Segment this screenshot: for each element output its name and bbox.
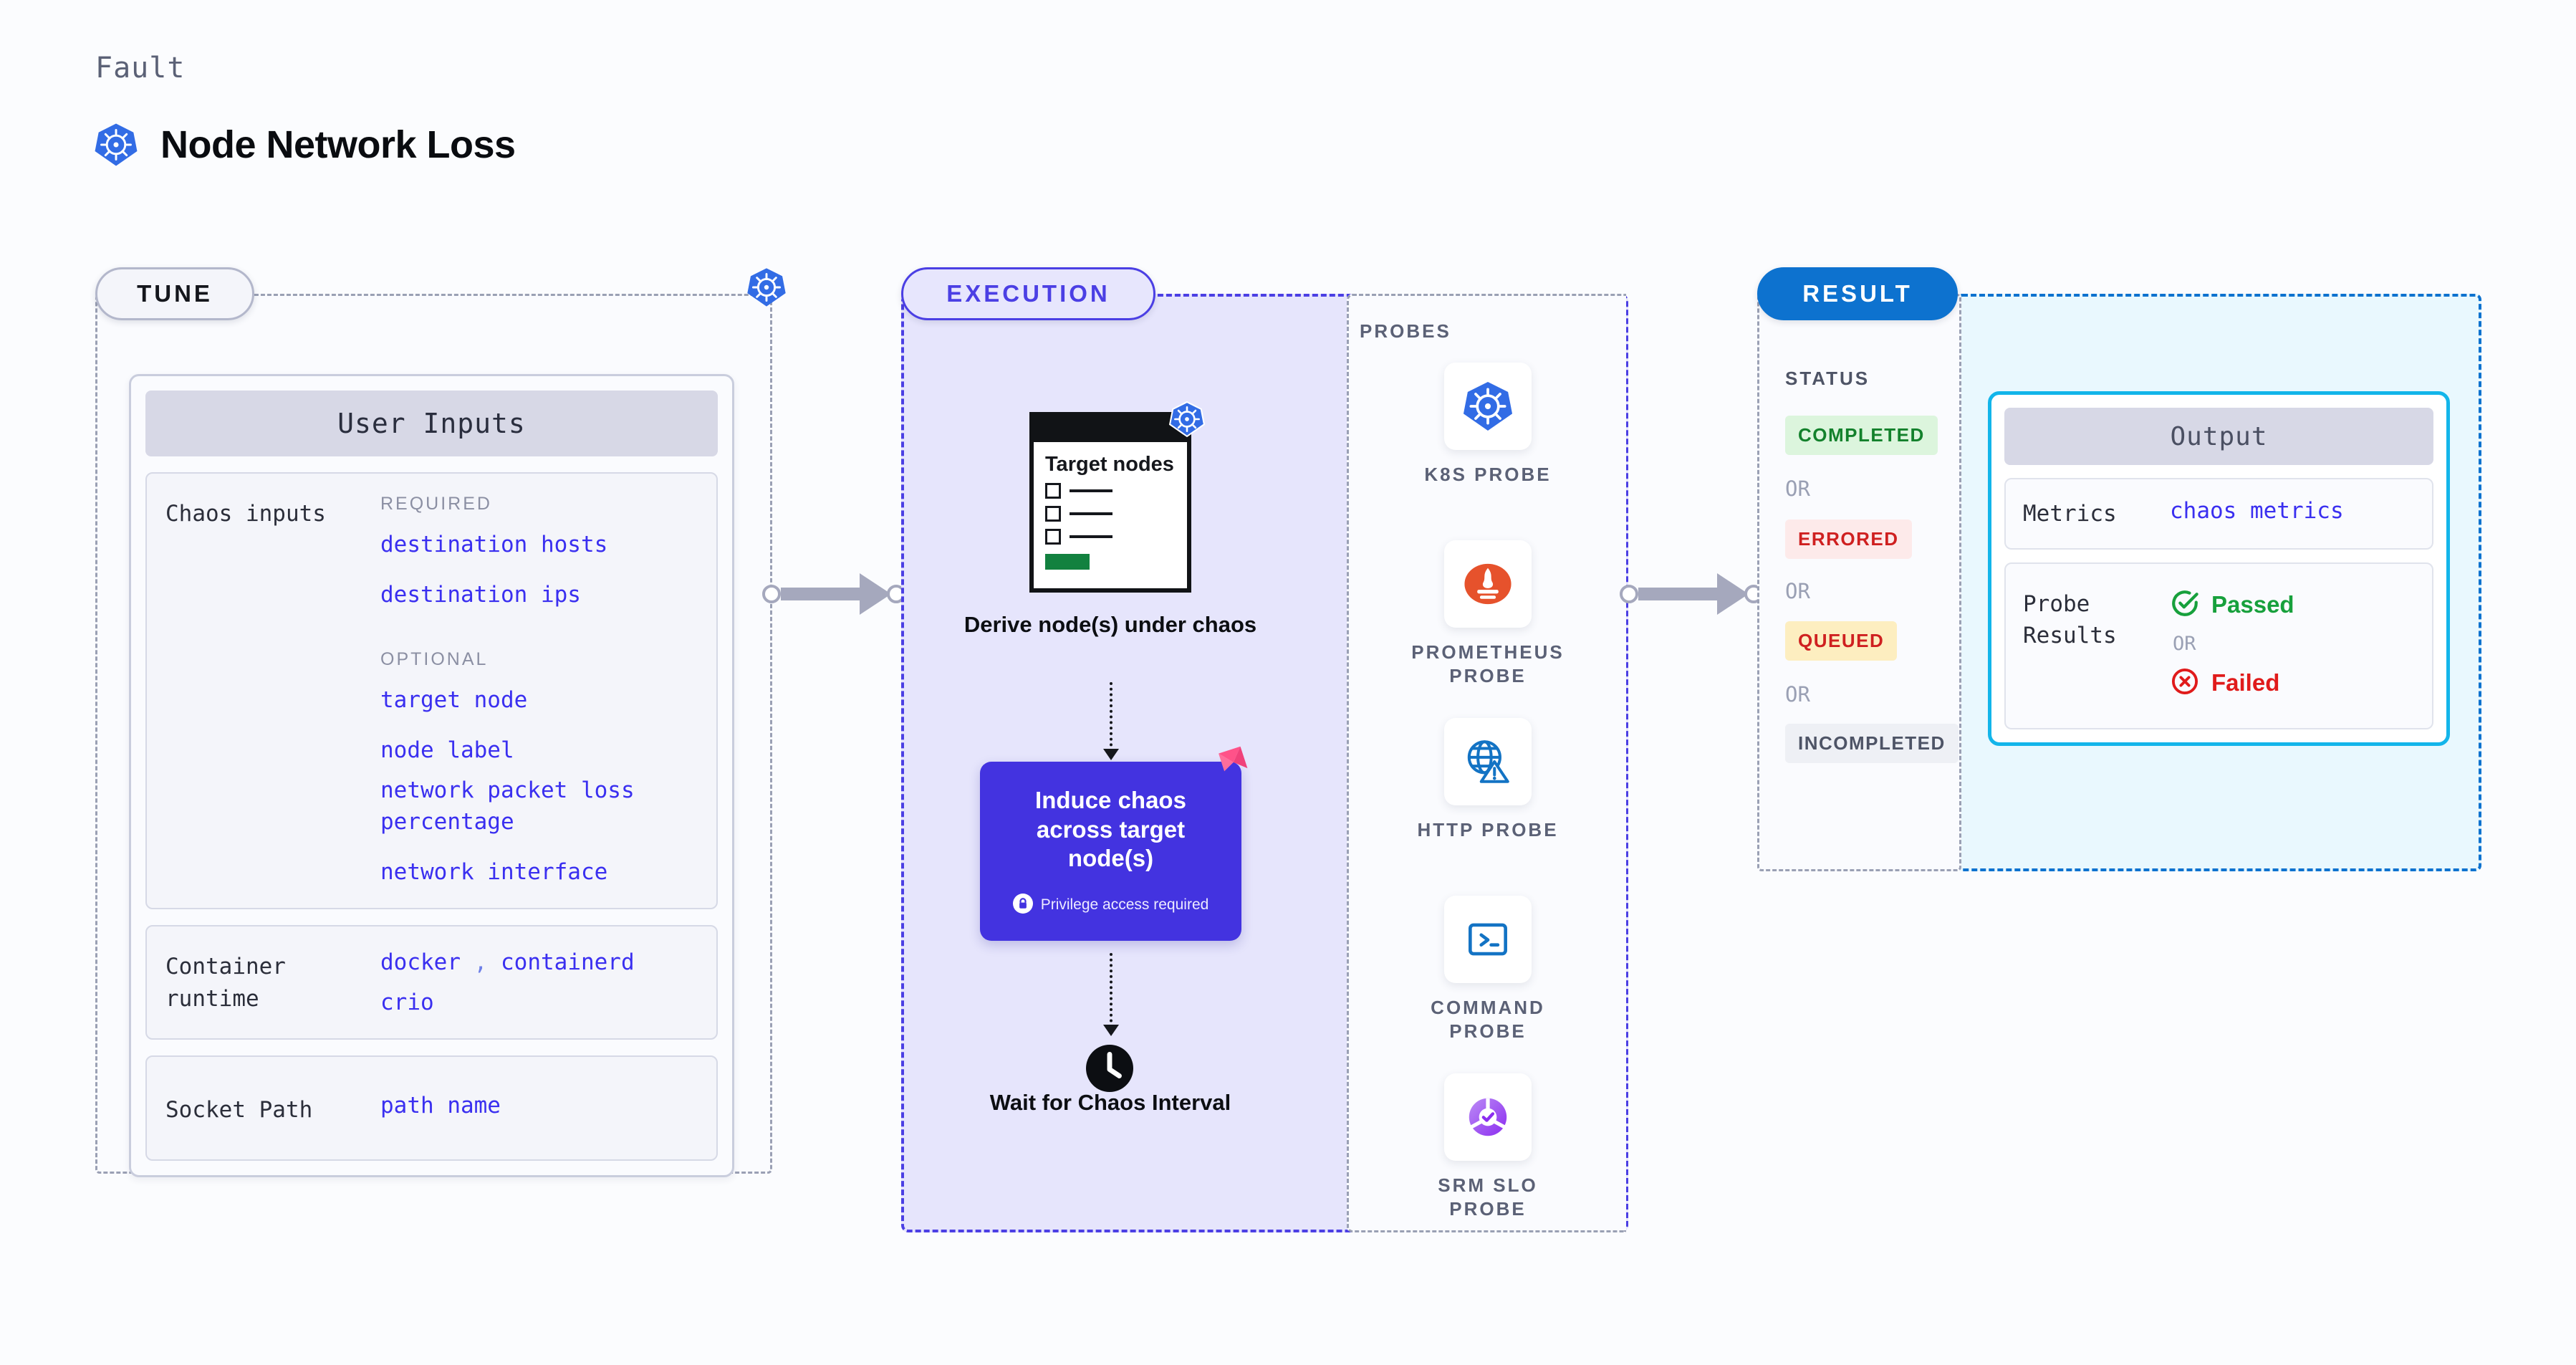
clock-icon <box>1084 1043 1135 1097</box>
input-target-node[interactable]: target node <box>380 687 528 714</box>
checkbox-icon <box>1045 483 1061 499</box>
metrics-row: Metrics chaos metrics <box>2004 478 2433 550</box>
chaos-inputs-label: Chaos inputs <box>165 501 326 527</box>
connector-start-dot <box>762 585 781 603</box>
or-label: OR <box>1785 579 1810 603</box>
fault-eyebrow-label: Fault <box>95 52 186 85</box>
probe-srm-slo-label: SRM SLO PROBE <box>1438 1174 1538 1220</box>
probe-results-label: Probe Results <box>2023 591 2117 649</box>
probe-command[interactable]: COMMAND PROBE <box>1398 896 1577 1044</box>
output-card-title: Output <box>2004 408 2433 465</box>
flow-connector-derive-to-induce <box>1103 682 1119 760</box>
probe-http-label: HTTP PROBE <box>1417 819 1559 840</box>
probe-result-failed: Failed <box>2170 666 2415 699</box>
page-title: Node Network Loss <box>160 123 516 166</box>
result-panel <box>1757 294 1961 871</box>
probe-command-label: COMMAND PROBE <box>1431 997 1545 1043</box>
tune-stage-badge: TUNE <box>95 267 254 320</box>
socket-path-label: Socket Path <box>165 1097 313 1124</box>
probe-k8s-label: K8S PROBE <box>1424 464 1552 485</box>
connector-tune-to-execution <box>762 573 905 615</box>
x-circle-icon <box>2170 666 2200 699</box>
input-network-interface[interactable]: network interface <box>380 859 608 886</box>
terminal-icon <box>1444 896 1532 983</box>
derive-nodes-caption: Derive node(s) under chaos <box>963 612 1257 637</box>
probe-http[interactable]: HTTP PROBE <box>1398 718 1577 842</box>
connector-arrowhead <box>1717 573 1749 615</box>
checkbox-icon <box>1045 529 1061 545</box>
target-nodes-title: Target nodes <box>1045 453 1174 476</box>
status-badge-queued: QUEUED <box>1785 621 1898 661</box>
connector-shaft <box>1638 588 1719 600</box>
status-badge-completed: COMPLETED <box>1785 416 1938 455</box>
status-badge-incompleted: INCOMPLETED <box>1785 724 1959 763</box>
probe-prometheus-label: PROMETHEUS PROBE <box>1411 641 1565 687</box>
connector-execution-to-result <box>1620 573 1763 615</box>
probe-k8s[interactable]: K8S PROBE <box>1398 363 1577 487</box>
kubernetes-icon <box>93 122 139 168</box>
container-runtime-row: Container runtime docker , containerd cr… <box>145 925 718 1040</box>
runtime-crio[interactable]: crio <box>380 990 434 1016</box>
list-line <box>1070 512 1112 516</box>
input-network-packet-loss-percentage[interactable]: network packet loss percentage <box>380 777 635 835</box>
probes-title: PROBES <box>1360 320 1451 342</box>
or-label: OR <box>2173 633 2196 656</box>
user-inputs-title: User Inputs <box>145 391 718 456</box>
probe-results-row: Probe Results Passed OR <box>2004 562 2433 730</box>
status-badge-errored: ERRORED <box>1785 519 1912 559</box>
output-card: Output Metrics chaos metrics Probe Resul… <box>1988 391 2450 747</box>
execution-stage-badge: EXECUTION <box>901 267 1155 320</box>
kubernetes-icon <box>1444 363 1532 450</box>
lock-icon <box>1012 894 1033 916</box>
status-bar <box>1045 554 1090 570</box>
connector-start-dot <box>1620 585 1638 603</box>
input-destination-hosts[interactable]: destination hosts <box>380 532 608 557</box>
flow-connector-induce-to-wait <box>1103 953 1119 1036</box>
or-label: OR <box>1785 682 1810 707</box>
socket-path-value[interactable]: path name <box>380 1093 501 1119</box>
value-separator: , <box>474 949 488 976</box>
target-nodes-card: Target nodes <box>1029 401 1206 593</box>
connector-arrowhead <box>860 573 891 615</box>
check-circle-icon <box>2170 588 2200 621</box>
input-destination-ips[interactable]: destination ips <box>380 582 581 608</box>
prometheus-icon <box>1444 540 1532 628</box>
litmus-icon <box>1214 743 1257 789</box>
input-node-label[interactable]: node label <box>380 737 514 764</box>
metrics-label: Metrics <box>2023 501 2117 527</box>
probe-passed-label: Passed <box>2211 591 2294 618</box>
induce-chaos-title: Induce chaos across target node(s) <box>1035 786 1186 872</box>
srm-slo-icon <box>1444 1073 1532 1161</box>
runtime-containerd[interactable]: containerd <box>501 949 635 976</box>
or-label: OR <box>1785 476 1810 501</box>
probe-srm-slo[interactable]: SRM SLO PROBE <box>1398 1073 1577 1222</box>
list-line <box>1070 489 1112 493</box>
kubernetes-icon <box>1168 401 1206 441</box>
privilege-note: Privilege access required <box>1012 894 1209 916</box>
probe-result-passed: Passed <box>2170 588 2415 621</box>
page-title-row: Node Network Loss <box>93 122 516 168</box>
result-stage-badge: RESULT <box>1757 267 1958 320</box>
status-caption: STATUS <box>1785 368 1870 389</box>
globe-warning-icon <box>1444 718 1532 805</box>
probe-failed-label: Failed <box>2211 669 2280 696</box>
metrics-value[interactable]: chaos metrics <box>2170 498 2344 524</box>
socket-path-row: Socket Path path name <box>145 1055 718 1162</box>
runtime-docker[interactable]: docker <box>380 949 461 976</box>
induce-chaos-card: Induce chaos across target node(s) Privi… <box>980 746 1248 941</box>
kubernetes-icon <box>746 267 787 311</box>
checkbox-icon <box>1045 506 1061 522</box>
required-caption: REQUIRED <box>380 494 492 514</box>
chaos-inputs-row: Chaos inputs REQUIRED destination hosts … <box>145 472 718 910</box>
privilege-note-text: Privilege access required <box>1040 896 1209 914</box>
wait-interval-caption: Wait for Chaos Interval <box>989 1090 1231 1115</box>
container-runtime-label: Container runtime <box>165 954 286 1012</box>
optional-caption: OPTIONAL <box>380 649 489 670</box>
list-line <box>1070 535 1112 539</box>
connector-shaft <box>781 588 861 600</box>
card-titlebar <box>1034 416 1187 442</box>
user-inputs-card: User Inputs Chaos inputs REQUIRED destin… <box>129 374 734 1178</box>
probe-prometheus[interactable]: PROMETHEUS PROBE <box>1398 540 1577 689</box>
